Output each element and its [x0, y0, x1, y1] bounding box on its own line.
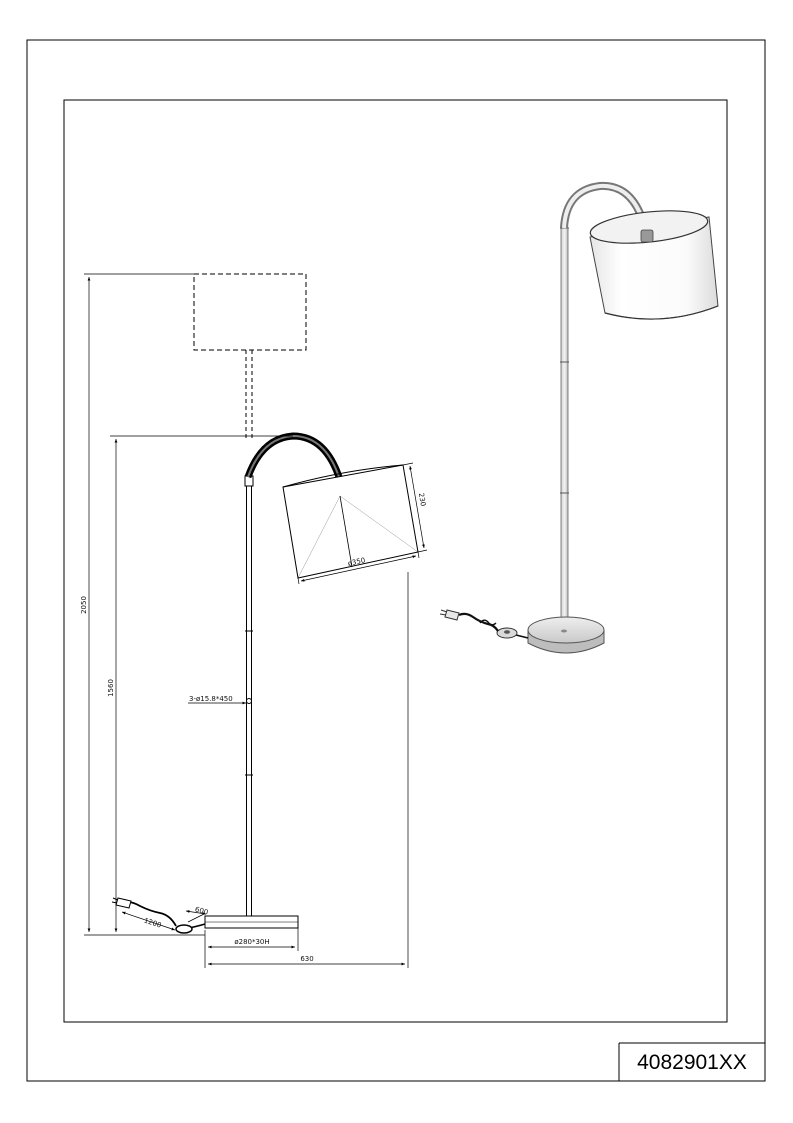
- perspective-plug: [444, 609, 460, 621]
- perspective-shade: [589, 210, 719, 320]
- inner-frame: [63, 99, 728, 1023]
- power-cable: [111, 897, 206, 934]
- dim-arc-height: 1560: [107, 435, 293, 932]
- lamp-base: [204, 915, 299, 929]
- dim-shade-diameter: ø350: [297, 551, 420, 585]
- perspective-cable: [439, 609, 529, 639]
- lamp-elevation-view: 2050 1560 3-ø15.8*450 230 ø350: [80, 273, 428, 968]
- pole: [244, 475, 254, 916]
- title-block: 4082901XX: [618, 1042, 765, 1081]
- foot-switch: [175, 924, 193, 934]
- product-code: 4082901XX: [637, 1051, 747, 1074]
- perspective-socket: [640, 229, 654, 243]
- dim-total-height: 2050: [80, 273, 205, 936]
- alternate-shade-outline: [193, 273, 307, 351]
- dim-switch-distance-label: 600: [194, 905, 209, 916]
- perspective-arc-highlight: [562, 183, 648, 233]
- dim-shade-height-label: 230: [417, 492, 427, 507]
- power-plug: [115, 897, 132, 909]
- dim-total-width-label: 630: [300, 955, 313, 963]
- outer-frame: [26, 39, 766, 1082]
- arc-arm: [244, 432, 344, 482]
- perspective-pole: [560, 227, 569, 635]
- dim-cable-length: 1200: [121, 911, 176, 931]
- dim-base-label: ø280*30H: [234, 938, 269, 946]
- dim-switch-distance: 600: [185, 905, 209, 923]
- dim-total-width: 630: [204, 572, 409, 968]
- tube-marker: [246, 698, 252, 704]
- dim-base: ø280*30H: [208, 928, 299, 951]
- tube-spec-callout: 3-ø15.8*450: [188, 695, 246, 705]
- lampshade: [282, 464, 419, 579]
- tube-spec-label: 3-ø15.8*450: [189, 695, 233, 703]
- pole-joint: [244, 475, 254, 487]
- dim-shade-height: 230: [402, 462, 428, 553]
- dim-arc-height-label: 1560: [107, 679, 115, 697]
- dim-shade-diameter-label: ø350: [347, 556, 366, 567]
- lamp-perspective-view: [439, 181, 719, 654]
- dim-total-height-label: 2050: [80, 596, 88, 614]
- dim-cable-length-label: 1200: [143, 917, 162, 930]
- perspective-base: [527, 616, 605, 654]
